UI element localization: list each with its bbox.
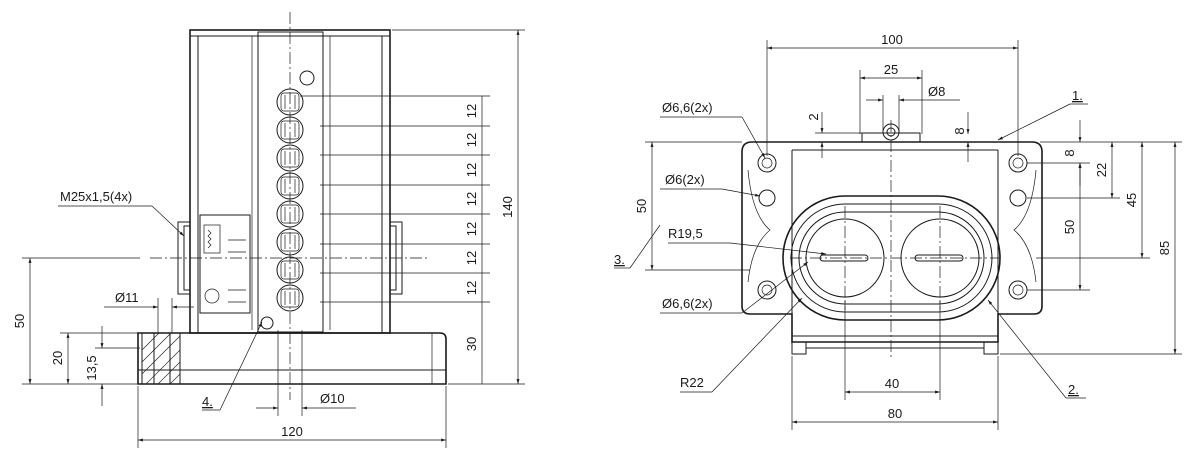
dim-2: 2 [806,113,821,120]
dim-r22: R22 [680,375,704,390]
dim-pitch-7: 12 [464,281,479,295]
dim-13-5: 13,5 [84,355,99,380]
dim-8-top: 8 [952,127,967,134]
dim-pitch-6: 12 [464,251,479,265]
dim-pitch-1: 12 [464,104,479,118]
dim-pitch-2: 12 [464,133,479,147]
dim-20: 20 [50,351,65,365]
dim-thread: M25x1,5(4x) [60,189,132,204]
dim-50-front: 50 [12,314,27,328]
dim-80: 80 [888,406,902,421]
dim-r19-5: R19,5 [668,226,703,241]
dim-8-right: 8 [1062,149,1077,156]
dim-120: 120 [281,424,303,439]
dim-30: 30 [464,337,479,351]
dim-50-left: 50 [634,199,649,213]
dim-d8: Ø8 [928,84,945,99]
front-base-plate [137,332,447,385]
dim-45: 45 [1124,193,1139,207]
front-pitch-dims: 12 12 12 12 12 12 12 30 [300,95,490,384]
front-base-section-hatch [141,332,181,385]
callout-4: 4. [202,394,213,409]
front-label-plate [199,214,251,314]
dim-100: 100 [881,32,903,47]
dim-pitch-5: 12 [464,222,479,236]
top-opening-outer [782,195,1001,321]
dim-85: 85 [1157,241,1172,255]
dim-50-right: 50 [1062,220,1077,234]
dim-pitch-3: 12 [464,163,479,177]
dim-d6: Ø6(2x) [665,172,705,187]
ce-mark-icon [204,288,220,304]
dim-d11: Ø11 [115,290,139,305]
callout-2: 2. [1068,382,1079,397]
dim-140: 140 [500,196,515,218]
front-contact-stack [276,88,304,312]
top-mounting-holes [757,153,1028,300]
dim-d6-6-bot: Ø6,6(2x) [662,296,713,311]
dim-22: 22 [1094,163,1109,177]
callout-1: 1. [1072,88,1083,103]
top-view: 100 25 Ø8 2 8 Ø6,6(2x) Ø6(2x) R19,5 [614,32,1182,430]
front-view: 12 12 12 12 12 12 12 30 140 50 20 13,5 [12,12,525,448]
dim-d6-6-top: Ø6,6(2x) [662,100,713,115]
dim-40: 40 [885,376,899,391]
dim-pitch-4: 12 [464,192,479,206]
front-center-column [257,31,324,333]
callout-3: 3. [614,252,625,267]
dim-25: 25 [884,62,898,77]
dim-d10: Ø10 [320,391,345,406]
